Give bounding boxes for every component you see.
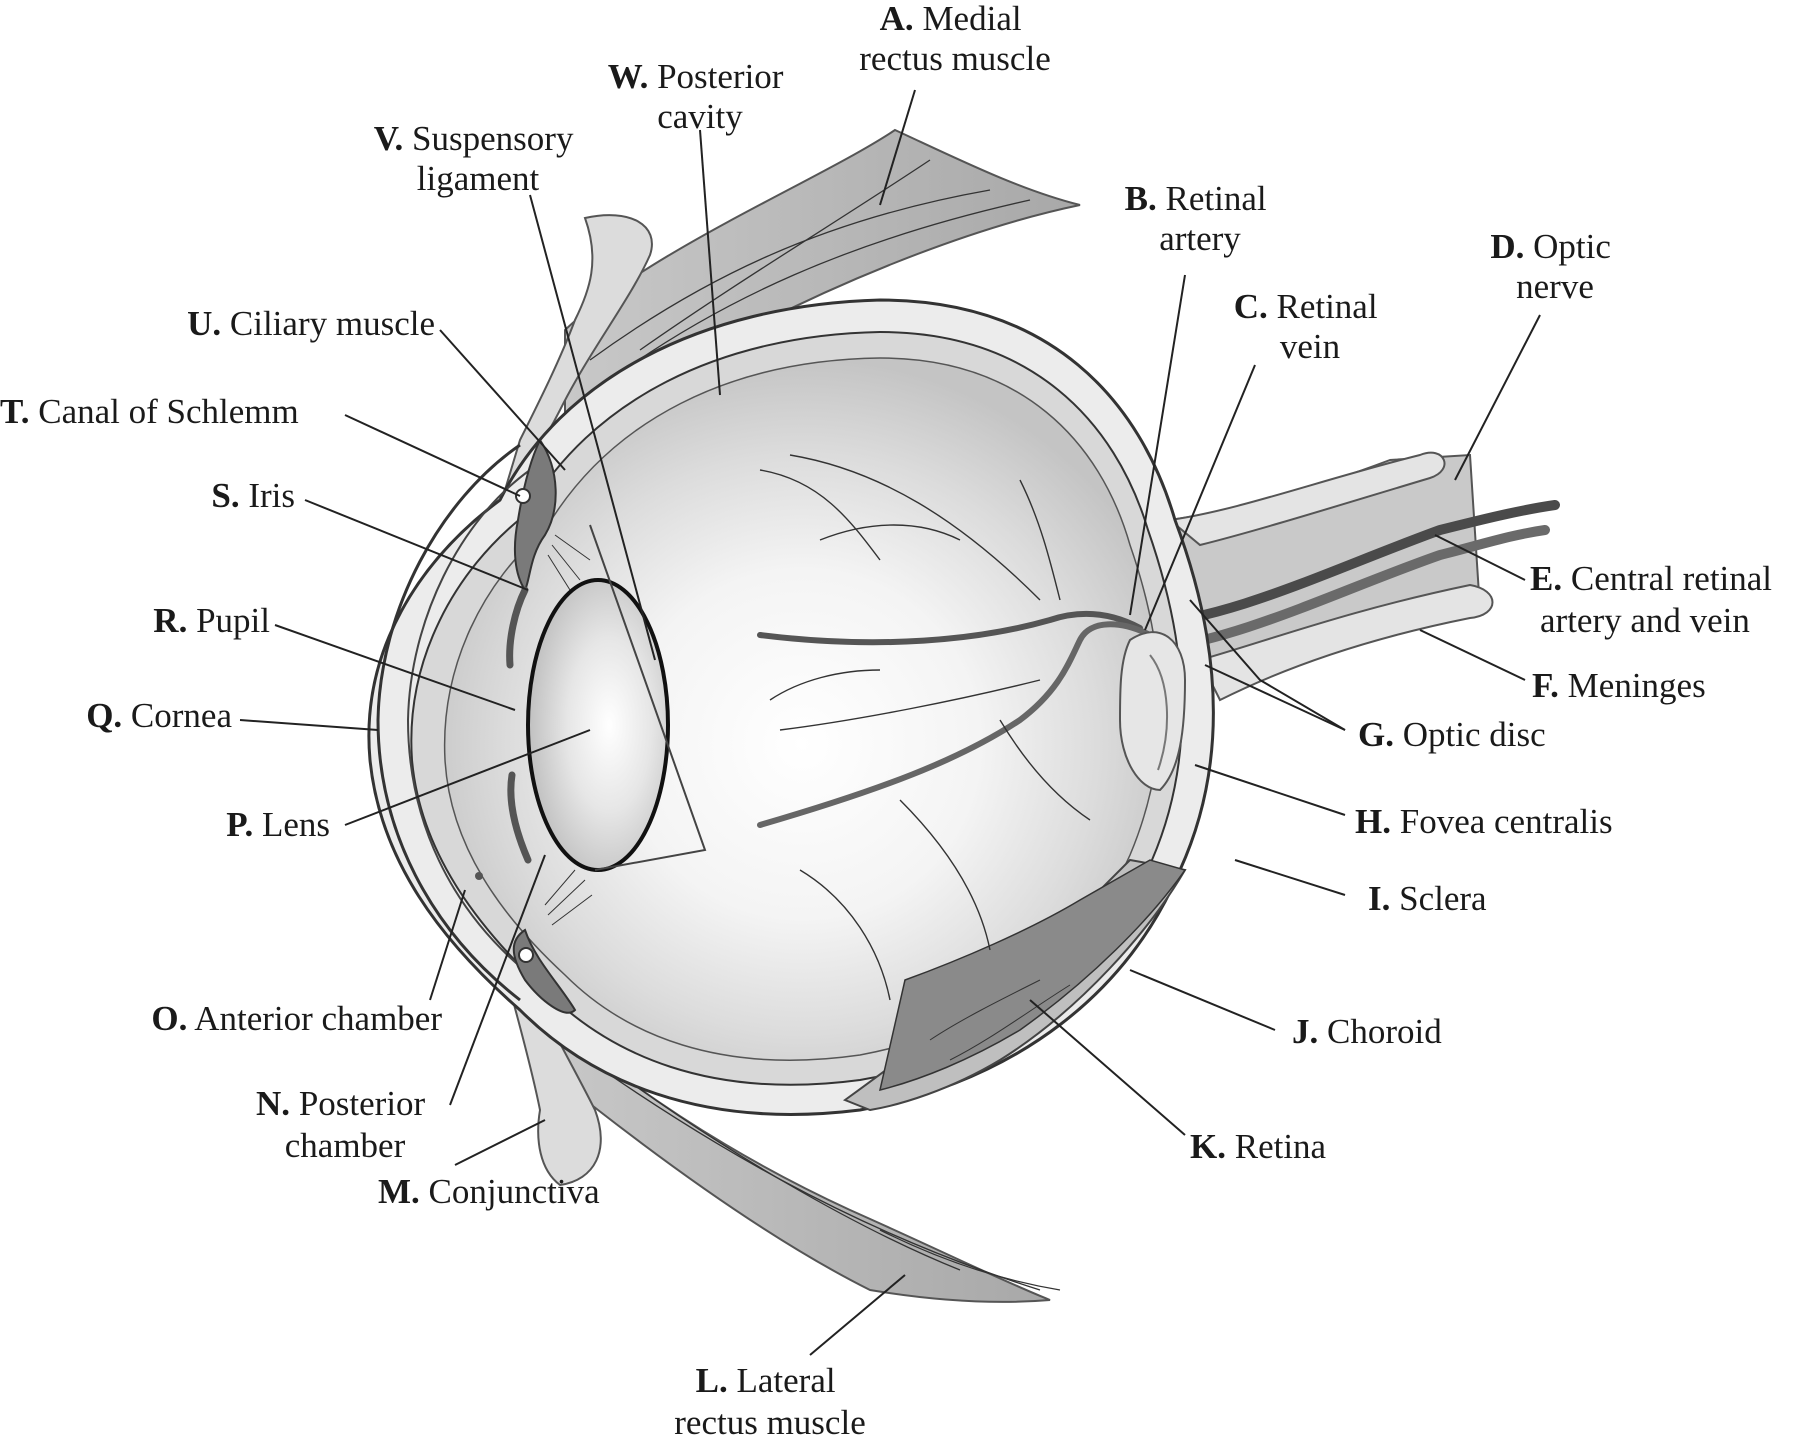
optic-disc-region: [1118, 631, 1187, 792]
retina-choroid-cutaway: [842, 858, 1187, 1112]
label-fovea-centralis: H. Fovea centralis: [1355, 802, 1613, 841]
label-posterior-chamber: N. Posterior chamber: [256, 1084, 434, 1165]
label-retinal-vein: C. Retinal vein: [1234, 287, 1387, 366]
suspensory-fibers: [544, 534, 593, 926]
label-iris: S. Iris: [211, 476, 295, 515]
optic-nerve: [1135, 451, 1560, 702]
lens: [526, 578, 670, 872]
label-posterior-cavity: W. Posterior cavity: [608, 57, 792, 136]
label-medial-rectus-muscle: A. Medial rectus muscle: [859, 0, 1050, 78]
label-retinal-artery: B. Retinal artery: [1125, 179, 1276, 258]
anterior-chamber-dot: [475, 872, 483, 880]
label-meninges: F. Meninges: [1532, 666, 1706, 705]
label-pupil: R. Pupil: [153, 601, 270, 640]
iris-ciliary: [506, 437, 577, 1014]
label-suspensory-ligament: V. Suspensory ligament: [374, 119, 582, 198]
label-anterior-chamber: O. Anterior chamber: [151, 999, 442, 1038]
label-optic-nerve: D. Optic nerve: [1490, 227, 1619, 306]
label-cornea: Q. Cornea: [86, 696, 232, 735]
label-canal-of-schlemm: T. Canal of Schlemm: [0, 392, 299, 431]
label-central-retinal-artery-and-vein: E. Central retinal artery and vein: [1530, 559, 1781, 640]
label-sclera: I. Sclera: [1368, 879, 1487, 918]
label-ciliary-muscle: U. Ciliary muscle: [187, 304, 435, 343]
label-lens: P. Lens: [226, 805, 330, 844]
label-retina: K. Retina: [1190, 1127, 1327, 1166]
label-lateral-rectus-muscle: L. Lateral rectus muscle: [674, 1361, 865, 1441]
retinal-vessels: [757, 454, 1153, 1001]
label-conjunctiva: M. Conjunctiva: [378, 1172, 600, 1211]
medial-rectus-muscle: [564, 128, 1081, 442]
leader-lines: [239, 89, 1541, 1356]
eyeball: [367, 298, 1215, 1116]
label-choroid: J. Choroid: [1292, 1012, 1442, 1051]
label-optic-disc: G. Optic disc: [1358, 715, 1546, 754]
lateral-rectus-muscle: [538, 1007, 1061, 1303]
